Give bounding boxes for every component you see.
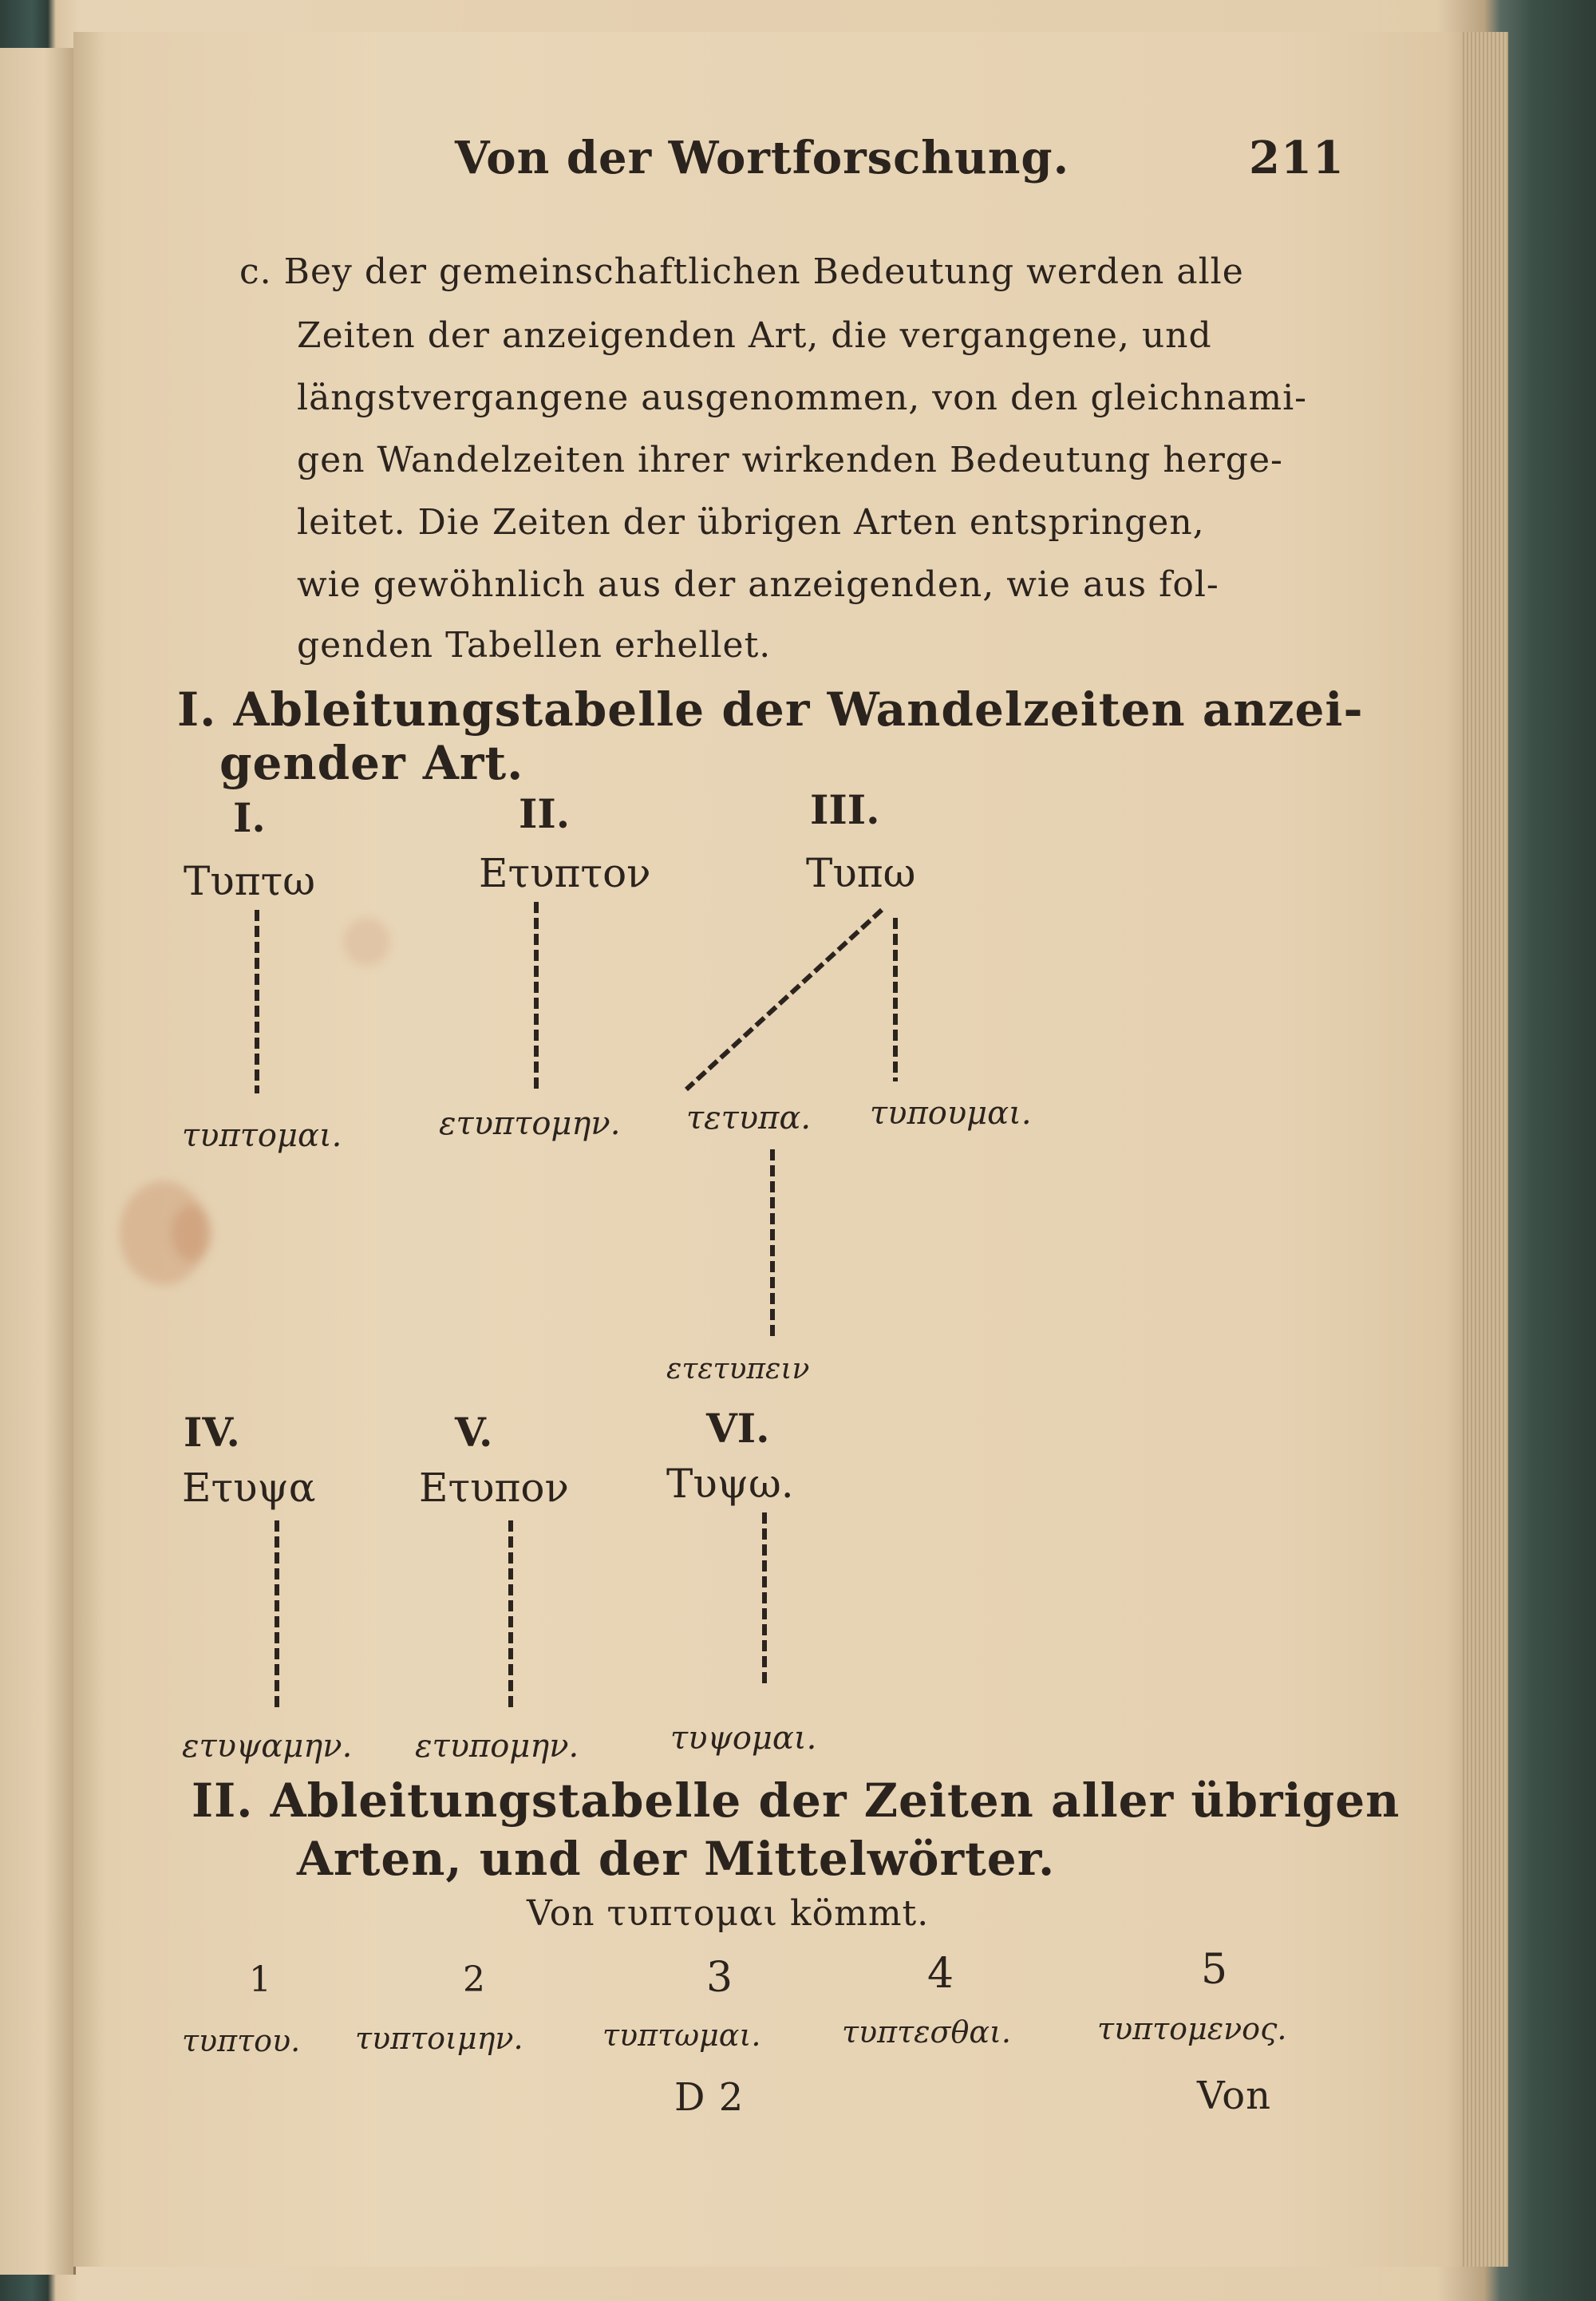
target-form: ετυπτομην.: [439, 1105, 621, 1142]
roman-numeral: V.: [455, 1409, 493, 1456]
source-form: Ετυπον: [419, 1465, 569, 1511]
page-number: 211: [1249, 132, 1345, 184]
source-form: Ετυψα: [182, 1465, 316, 1511]
source-form: Τυπτω: [184, 858, 316, 904]
source-form: Τυψω.: [666, 1461, 794, 1507]
paragraph-line: c. Bey der gemeinschaftlichen Bedeutung …: [239, 251, 1244, 292]
book-page: [73, 32, 1478, 2267]
paragraph-line: Zeiten der anzeigenden Art, die vergange…: [297, 315, 1212, 356]
stain: [172, 1205, 211, 1261]
column-number: 1: [249, 1959, 272, 2000]
derived-form: τυπτοιμην.: [355, 2021, 523, 2056]
target-form: τυπουμαι.: [870, 1095, 1032, 1132]
section2-title-cont: Arten, und der Mittelwörter.: [297, 1832, 1056, 1886]
source-form: Ετυπτον: [479, 850, 651, 896]
section1-title: I. Ableitungstabelle der Wandelzeiten an…: [177, 682, 1364, 737]
column-number: 2: [463, 1959, 486, 2000]
target-form: ετετυπειν: [666, 1353, 810, 1386]
target-form: τυπτομαι.: [182, 1117, 342, 1154]
roman-numeral: IV.: [184, 1409, 240, 1456]
signature-mark: D 2: [674, 2075, 745, 2120]
paragraph-line: leitet. Die Zeiten der übrigen Arten ent…: [297, 502, 1205, 543]
target-form: ετυπομην.: [415, 1728, 579, 1765]
running-header: Von der Wortforschung.: [455, 132, 1070, 184]
roman-numeral: II.: [519, 790, 571, 837]
target-form: τετυπα.: [686, 1100, 812, 1137]
derived-form: τυπτεσθαι.: [842, 2014, 1011, 2050]
page-edges: [1460, 32, 1508, 2267]
derived-form: τυπτωμαι.: [602, 2018, 761, 2053]
section1-title-cont: gender Art.: [219, 736, 524, 790]
section2-title: II. Ableitungstabelle der Zeiten aller ü…: [192, 1773, 1400, 1828]
paragraph-line: gen Wandelzeiten ihrer wirkenden Bedeutu…: [297, 440, 1283, 480]
column-number: 5: [1201, 1946, 1229, 1994]
roman-numeral: III.: [810, 786, 880, 833]
section2-subtitle: Von τυπτομαι kömmt.: [527, 1893, 930, 1934]
roman-numeral: VI.: [706, 1405, 770, 1452]
roman-numeral: I.: [233, 794, 266, 841]
paragraph-line: wie gewöhnlich aus der anzeigenden, wie …: [297, 564, 1219, 605]
catchword: Von: [1197, 2074, 1272, 2118]
target-form: ετυψαμην.: [182, 1728, 353, 1765]
target-form: τυψομαι.: [670, 1720, 817, 1757]
derived-form: τυπτου.: [182, 2023, 301, 2058]
derivation-line: [684, 907, 884, 1092]
stain: [343, 918, 391, 966]
stain: [120, 1181, 207, 1285]
source-form: Τυπω: [806, 850, 916, 896]
column-number: 4: [927, 1950, 955, 1998]
derived-form: τυπτομενος.: [1097, 2011, 1287, 2046]
paragraph-line: längstvergangene ausgenommen, von den gl…: [297, 378, 1308, 418]
paragraph-line: genden Tabellen erhellet.: [297, 625, 772, 666]
column-number: 3: [706, 1954, 734, 2002]
